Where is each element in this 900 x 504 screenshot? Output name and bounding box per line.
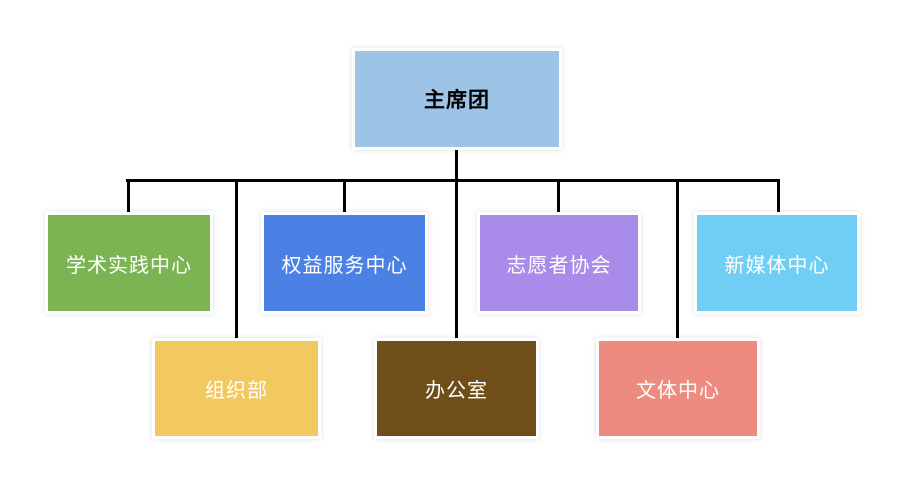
connector-horizontal-rail [126,179,780,182]
node-new-media-center[interactable]: 新媒体中心 [697,215,857,311]
node-volunteer-association-label: 志愿者协会 [506,254,612,277]
node-new-media-center-label: 新媒体中心 [724,254,830,277]
node-presidium[interactable]: 主席团 [355,51,559,147]
connector-drop-academic-practice-center [127,179,130,217]
node-volunteer-association[interactable]: 志愿者协会 [480,215,638,311]
connector-drop-organization-department [235,179,238,343]
node-office[interactable]: 办公室 [377,341,536,436]
node-rights-service-center-label: 权益服务中心 [281,254,408,277]
connector-trunk-vertical [455,147,458,343]
connector-drop-rights-service-center [343,179,346,217]
node-organization-department-label: 组织部 [205,380,268,402]
connector-drop-culture-sports-center [676,179,679,343]
connector-drop-volunteer-association [557,179,560,217]
node-rights-service-center[interactable]: 权益服务中心 [264,215,425,311]
node-academic-practice-center-label: 学术实践中心 [66,254,192,277]
connector-drop-new-media-center [777,179,780,217]
node-office-label: 办公室 [425,380,488,402]
node-culture-sports-center-label: 文体中心 [636,380,720,402]
node-academic-practice-center[interactable]: 学术实践中心 [48,215,210,311]
node-presidium-label: 主席团 [424,89,490,112]
node-culture-sports-center[interactable]: 文体中心 [599,341,757,436]
node-organization-department[interactable]: 组织部 [155,341,318,436]
